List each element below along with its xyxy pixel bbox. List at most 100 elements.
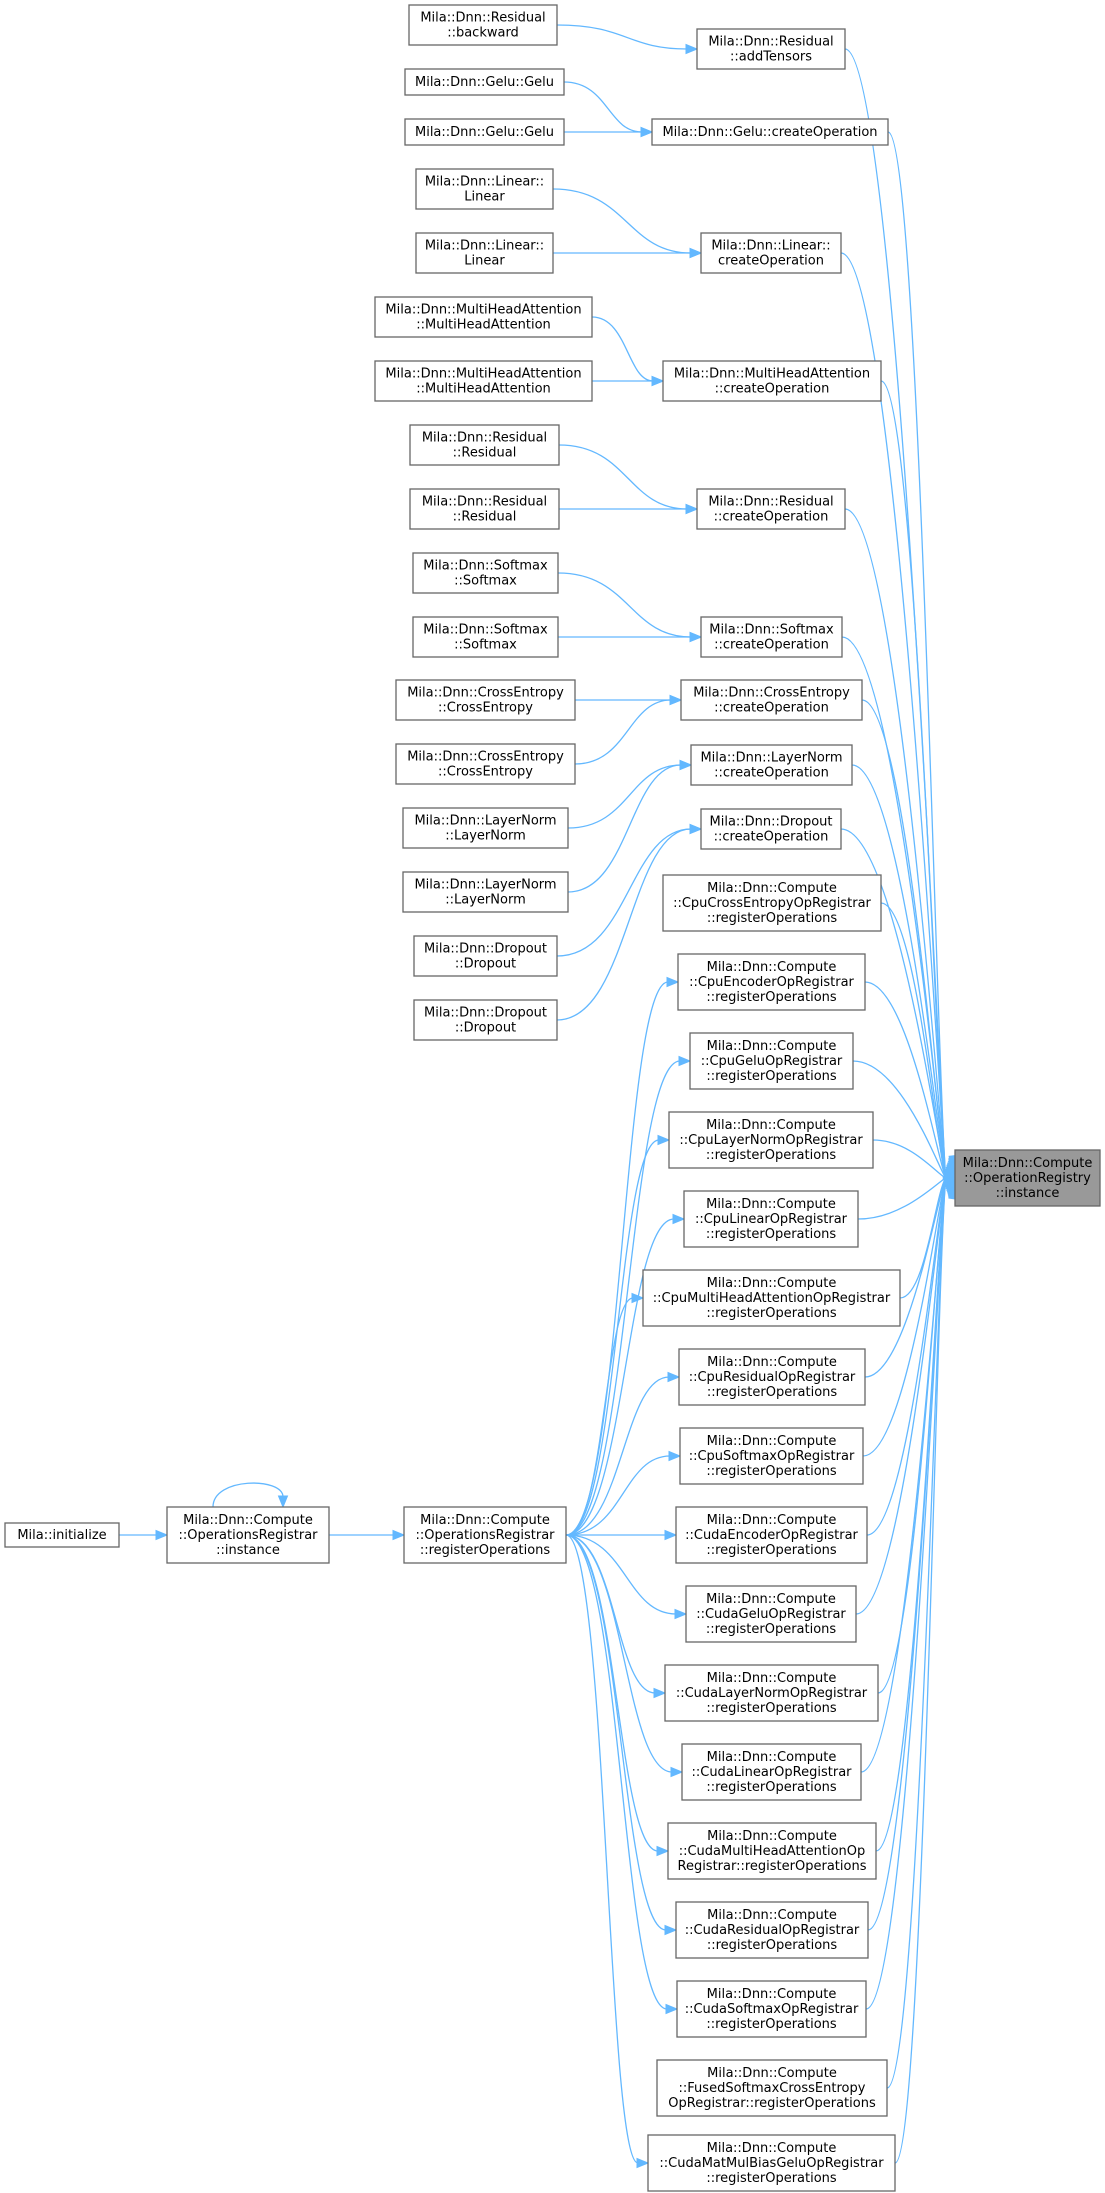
node-softmax-ctor1[interactable]: Mila::Dnn::Softmax::Softmax xyxy=(412,552,559,594)
node-box xyxy=(685,1585,857,1643)
node-label-line: createOperation xyxy=(718,254,824,269)
node-linear-create[interactable]: Mila::Dnn::Linear::createOperation xyxy=(700,232,842,274)
edge-path xyxy=(591,316,654,382)
node-ln-create[interactable]: Mila::Dnn::LayerNorm::createOperation xyxy=(690,744,853,786)
edge-path xyxy=(866,1181,946,1536)
node-ops-inst[interactable]: Mila::Dnn::Compute::OperationsRegistrar:… xyxy=(166,1506,330,1564)
node-gelu-create[interactable]: Mila::Dnn::Gelu::createOperation xyxy=(651,118,889,146)
node-label-line: ::LayerNorm xyxy=(445,829,525,844)
node-label-line: Mila::Dnn::LayerNorm xyxy=(414,878,556,893)
node-cuda-mha[interactable]: Mila::Dnn::Compute::CudaMultiHeadAttenti… xyxy=(667,1822,877,1880)
node-box xyxy=(675,1901,869,1959)
node-ce-ctor1[interactable]: Mila::Dnn::CrossEntropy::CrossEntropy xyxy=(395,679,576,721)
node-label-line: Mila::Dnn::Compute xyxy=(706,1592,836,1607)
node-label-line: Mila::Dnn::Compute xyxy=(183,1513,313,1528)
node-softmax-ctor2[interactable]: Mila::Dnn::Softmax::Softmax xyxy=(412,616,559,658)
node-linear-ctor1[interactable]: Mila::Dnn::Linear::Linear xyxy=(415,168,554,210)
node-label-line: OpRegistrar::registerOperations xyxy=(668,2096,876,2111)
node-mha-create[interactable]: Mila::Dnn::MultiHeadAttention::createOpe… xyxy=(662,360,882,402)
node-label-line: ::registerOperations xyxy=(706,1069,837,1084)
node-mha-ctor1[interactable]: Mila::Dnn::MultiHeadAttention::MultiHead… xyxy=(374,296,593,338)
node-label-line: ::registerOperations xyxy=(707,911,838,926)
node-label-line: Mila::Dnn::Compute xyxy=(707,1355,837,1370)
edge-residual-ctor1-to-residual-create xyxy=(558,444,699,515)
node-label-line: ::Residual xyxy=(453,510,517,525)
node-softmax-create[interactable]: Mila::Dnn::Softmax::createOperation xyxy=(700,616,843,658)
edge-ops-inst-to-ops-reg xyxy=(328,1529,406,1541)
edge-path xyxy=(212,1482,284,1508)
node-label-line: Mila::Dnn::LayerNorm xyxy=(414,814,556,829)
node-cpu-enc[interactable]: Mila::Dnn::Compute::CpuEncoderOpRegistra… xyxy=(677,953,866,1011)
node-cpu-lin[interactable]: Mila::Dnn::Compute::CpuLinearOpRegistrar… xyxy=(683,1190,859,1248)
edge-cuda-ln-to-root xyxy=(877,1181,958,1694)
node-label-line: ::FusedSoftmaxCrossEntropy xyxy=(679,2081,866,2096)
node-label-line: ::createOperation xyxy=(714,830,829,845)
edge-path xyxy=(565,1376,670,1536)
node-label-line: Mila::Dnn::MultiHeadAttention xyxy=(385,303,581,318)
node-cpu-ln[interactable]: Mila::Dnn::Compute::CpuLayerNormOpRegist… xyxy=(668,1111,874,1169)
node-label-line: ::registerOperations xyxy=(706,1227,837,1242)
node-gelu-ctor1[interactable]: Mila::Dnn::Gelu::Gelu xyxy=(404,68,565,96)
node-dropout-ctor1[interactable]: Mila::Dnn::Dropout::Dropout xyxy=(413,935,558,977)
node-ln-ctor1[interactable]: Mila::Dnn::LayerNorm::LayerNorm xyxy=(402,807,569,849)
node-residual-ctor1[interactable]: Mila::Dnn::Residual::Residual xyxy=(409,424,560,466)
node-label-line: Mila::Dnn::Residual xyxy=(708,35,833,50)
node-dropout-create[interactable]: Mila::Dnn::Dropout::createOperation xyxy=(700,808,842,850)
node-init[interactable]: Mila::initialize xyxy=(4,1522,120,1548)
arrowhead xyxy=(689,631,703,643)
edge-path xyxy=(886,1187,946,2089)
node-label-line: ::registerOperations xyxy=(706,1622,837,1637)
node-box xyxy=(700,232,842,274)
node-cpu-ce[interactable]: Mila::Dnn::Compute::CpuCrossEntropyOpReg… xyxy=(662,874,882,932)
node-cuda-gelu[interactable]: Mila::Dnn::Compute::CudaGeluOpRegistrar:… xyxy=(685,1585,857,1643)
node-cpu-soft[interactable]: Mila::Dnn::Compute::CpuSoftmaxOpRegistra… xyxy=(679,1427,864,1485)
node-label-line: ::addTensors xyxy=(730,50,812,65)
node-label-line: Mila::Dnn::Softmax xyxy=(423,623,548,638)
node-residual-create[interactable]: Mila::Dnn::Residual::createOperation xyxy=(696,488,846,530)
node-box xyxy=(668,1111,874,1169)
node-cuda-mm[interactable]: Mila::Dnn::Compute::CudaMatMulBiasGeluOp… xyxy=(647,2134,896,2192)
node-box xyxy=(415,232,554,274)
arrowhead xyxy=(669,694,683,706)
edge-ops-reg-to-cuda-ln xyxy=(565,1534,667,1699)
node-ln-ctor2[interactable]: Mila::Dnn::LayerNorm::LayerNorm xyxy=(402,871,569,913)
edge-path xyxy=(567,764,682,829)
node-cuda-ln[interactable]: Mila::Dnn::Compute::CudaLayerNormOpRegis… xyxy=(664,1664,879,1722)
node-label-line: ::CudaLinearOpRegistrar xyxy=(691,1765,852,1780)
node-label-line: ::registerOperations xyxy=(706,1780,837,1795)
node-cpu-mha[interactable]: Mila::Dnn::Compute::CpuMultiHeadAttentio… xyxy=(642,1269,901,1327)
edge-ops-reg-to-cpu-ln xyxy=(565,1134,671,1536)
node-label-line: Mila::Dnn::Compute xyxy=(420,1513,550,1528)
node-root[interactable]: Mila::Dnn::Compute::OperationRegistry::i… xyxy=(954,1149,1101,1207)
node-ce-create[interactable]: Mila::Dnn::CrossEntropy::createOperation xyxy=(680,679,863,721)
node-mha-ctor2[interactable]: Mila::Dnn::MultiHeadAttention::MultiHead… xyxy=(374,360,593,402)
node-label-line: ::CpuLinearOpRegistrar xyxy=(695,1212,848,1227)
edge-path xyxy=(872,1139,946,1179)
edge-ops-reg-to-cpu-lin xyxy=(565,1213,686,1536)
node-cpu-gelu[interactable]: Mila::Dnn::Compute::CpuGeluOpRegistrar::… xyxy=(689,1032,854,1090)
node-backward[interactable]: Mila::Dnn::Residual::backward xyxy=(408,4,558,46)
node-label-line: Mila::Dnn::Compute xyxy=(706,1197,836,1212)
node-addTensors[interactable]: Mila::Dnn::Residual::addTensors xyxy=(696,28,846,70)
edge-path xyxy=(844,508,946,1172)
node-fused[interactable]: Mila::Dnn::Compute::FusedSoftmaxCrossEnt… xyxy=(656,2059,888,2117)
node-label-line: Mila::Dnn::Compute xyxy=(707,1829,837,1844)
edge-ops-reg-to-cuda-mha xyxy=(565,1534,670,1857)
node-residual-ctor2[interactable]: Mila::Dnn::Residual::Residual xyxy=(409,488,560,530)
node-cuda-lin[interactable]: Mila::Dnn::Compute::CudaLinearOpRegistra… xyxy=(681,1743,862,1801)
edge-gelu-ctor1-to-gelu-create xyxy=(563,81,654,138)
node-gelu-ctor2[interactable]: Mila::Dnn::Gelu::Gelu xyxy=(404,118,565,146)
node-box xyxy=(403,1506,567,1564)
arrowhead xyxy=(392,1529,406,1541)
node-dropout-ctor2[interactable]: Mila::Dnn::Dropout::Dropout xyxy=(413,999,558,1041)
edge-path xyxy=(556,828,692,957)
node-linear-ctor2[interactable]: Mila::Dnn::Linear::Linear xyxy=(415,232,554,274)
node-label-line: Registrar::registerOperations xyxy=(678,1859,867,1874)
node-box xyxy=(651,118,889,146)
node-cuda-res[interactable]: Mila::Dnn::Compute::CudaResidualOpRegist… xyxy=(675,1901,869,1959)
node-ops-reg[interactable]: Mila::Dnn::Compute::OperationsRegistrar:… xyxy=(403,1506,567,1564)
node-cuda-enc[interactable]: Mila::Dnn::Compute::CudaEncoderOpRegistr… xyxy=(675,1506,868,1564)
node-ce-ctor2[interactable]: Mila::Dnn::CrossEntropy::CrossEntropy xyxy=(395,743,576,785)
node-cpu-res[interactable]: Mila::Dnn::Compute::CpuResidualOpRegistr… xyxy=(678,1348,866,1406)
node-cuda-soft[interactable]: Mila::Dnn::Compute::CudaSoftmaxOpRegistr… xyxy=(676,1980,867,2038)
